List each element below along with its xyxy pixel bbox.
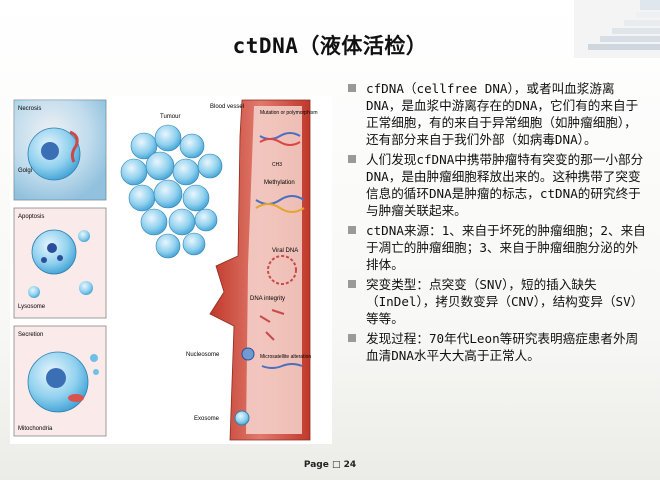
bullet-text: 人们发现cfDNA中携带肿瘤特有突变的那一小部分DNA，是由肿瘤细胞释放出来的。… bbox=[366, 152, 644, 218]
bullet-item: 人们发现cfDNA中携带肿瘤特有突变的那一小部分DNA，是由肿瘤细胞释放出来的。… bbox=[348, 151, 646, 219]
secretion-panel: Secretion Mitochondria bbox=[13, 325, 107, 437]
page-separator-icon: □ bbox=[331, 460, 341, 470]
slide-title: ctDNA（液体活检） bbox=[232, 34, 428, 58]
bullet-item: ctDNA来源：1、来自于坏死的肿瘤细胞；2、来自于凋亡的肿瘤细胞；3、来自于肿… bbox=[348, 222, 646, 273]
bullet-text: cfDNA（cellfree DNA），或者叫血浆游离DNA，是血浆中游离存在的… bbox=[366, 81, 639, 147]
label-apoptosis: Apoptosis bbox=[18, 214, 44, 220]
bullet-text: 发现过程：70年代Leon等研究表明癌症患者外周血清DNA水平大大高于正常人。 bbox=[366, 331, 639, 363]
bullet-text: ctDNA来源：1、来自于坏死的肿瘤细胞；2、来自于凋亡的肿瘤细胞；3、来自于肿… bbox=[366, 223, 646, 272]
label-dna-integrity: DNA integrity bbox=[250, 296, 285, 302]
square-bullet-icon bbox=[348, 155, 356, 163]
bullet-text: 突变类型：点突变（SNV），短的插入缺失（InDel），拷贝数变异（CNV），结… bbox=[366, 277, 644, 326]
label-ch3: CH3 bbox=[272, 162, 282, 168]
page-label: Page bbox=[303, 460, 329, 470]
label-secretion: Secretion bbox=[18, 332, 43, 338]
label-viral-dna: Viral DNA bbox=[272, 248, 298, 254]
bullet-item: cfDNA（cellfree DNA），或者叫血浆游离DNA，是血浆中游离存在的… bbox=[348, 80, 646, 148]
tumour-cluster: Tumour bbox=[120, 114, 223, 259]
square-bullet-icon bbox=[348, 84, 356, 92]
label-nucleosome: Nucleosome bbox=[186, 352, 220, 358]
bullet-item: 突变类型：点突变（SNV），短的插入缺失（InDel），拷贝数变异（CNV），结… bbox=[348, 276, 646, 327]
square-bullet-icon bbox=[348, 226, 356, 234]
apoptosis-panel: Apoptosis Lysosome bbox=[13, 207, 107, 319]
label-mitochondria: Mitochondria bbox=[18, 426, 53, 432]
ctdna-origin-figure: Necrosis Golgi Apoptosis Lysosome Secret… bbox=[10, 96, 332, 444]
square-bullet-icon bbox=[348, 280, 356, 288]
page-footer: Page □ 24 bbox=[0, 460, 660, 470]
label-lysosome: Lysosome bbox=[18, 304, 46, 310]
bullet-list: cfDNA（cellfree DNA），或者叫血浆游离DNA，是血浆中游离存在的… bbox=[348, 80, 646, 367]
label-golgi: Golgi bbox=[18, 168, 32, 174]
page-number: 24 bbox=[343, 460, 357, 470]
label-microsatellite: Microsatellite alteration bbox=[260, 354, 311, 360]
label-tumour: Tumour bbox=[160, 114, 180, 120]
label-exosome: Exosome bbox=[194, 416, 220, 422]
square-bullet-icon bbox=[348, 334, 356, 342]
label-blood-vessel: Blood vessel bbox=[210, 104, 244, 110]
label-mutation: Mutation or polymorphism bbox=[260, 110, 318, 116]
staircase-decoration-icon bbox=[574, 0, 660, 58]
label-methylation: Methylation bbox=[264, 180, 295, 186]
label-necrosis: Necrosis bbox=[18, 106, 41, 112]
bullet-item: 发现过程：70年代Leon等研究表明癌症患者外周血清DNA水平大大高于正常人。 bbox=[348, 330, 646, 364]
necrosis-panel: Necrosis Golgi bbox=[13, 99, 107, 201]
blood-vessel: CH3 bbox=[209, 99, 311, 441]
